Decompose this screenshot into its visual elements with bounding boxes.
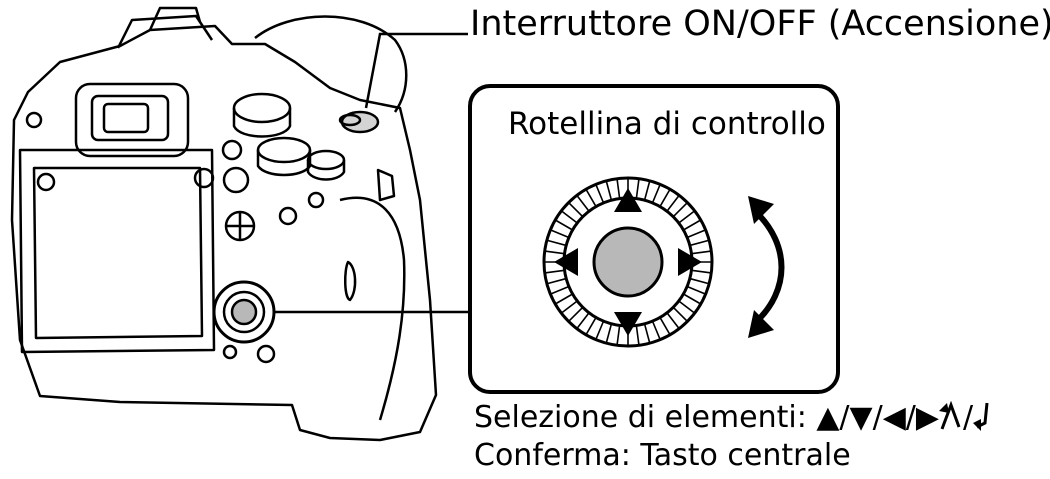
- wheel-tick: [560, 300, 578, 314]
- camera-illustration: [10, 6, 438, 442]
- selection-prefix: Selezione di elementi:: [474, 400, 817, 435]
- wheel-tick: [585, 317, 597, 336]
- wheel-tick: [546, 277, 567, 285]
- wheel-tick: [550, 285, 570, 295]
- wheel-tick: [546, 239, 567, 247]
- wheel-tick: [576, 312, 590, 330]
- wheel-tick: [683, 293, 702, 305]
- direction-symbols: ▲/▼/◀/▶: [816, 400, 939, 435]
- wheel-tick: [651, 320, 661, 340]
- wheel-tick: [595, 320, 605, 340]
- wheel-tick: [659, 188, 671, 207]
- rotate-right-icon: [973, 402, 989, 431]
- wheel-tick: [554, 219, 573, 231]
- wheel-tick: [585, 188, 597, 207]
- wheel-tick: [643, 323, 651, 344]
- up-arrow-icon: [614, 188, 642, 212]
- control-wheel-title: Rotellina di controllo: [508, 106, 826, 142]
- wheel-tick: [576, 194, 590, 212]
- wheel-tick: [659, 317, 671, 336]
- wheel-tick: [616, 325, 621, 346]
- wheel-tick: [560, 210, 578, 224]
- wheel-tick: [691, 250, 712, 255]
- selection-instruction: Selezione di elementi: ▲/▼/◀/▶ /: [474, 400, 993, 435]
- wheel-tick: [595, 184, 605, 204]
- power-switch-label: Interruttore ON/OFF (Accensione): [470, 4, 1050, 44]
- selection-separator: /: [962, 400, 974, 435]
- wheel-tick: [689, 277, 710, 285]
- rotate-left-icon: [938, 400, 961, 430]
- wheel-tick: [550, 229, 570, 239]
- wheel-tick: [666, 312, 680, 330]
- wheel-tick: [672, 306, 688, 322]
- wheel-tick: [678, 210, 696, 224]
- wheel-tick: [635, 325, 640, 346]
- wheel-tick: [689, 239, 710, 247]
- power-switch-leader-line: [364, 32, 468, 109]
- wheel-tick: [666, 194, 680, 212]
- wheel-tick: [554, 293, 573, 305]
- confirm-instruction: Conferma: Tasto centrale: [474, 438, 851, 473]
- down-arrow-icon: [614, 312, 642, 336]
- wheel-tick: [568, 202, 584, 218]
- right-arrow-icon: [678, 248, 702, 276]
- wheel-tick: [605, 180, 613, 201]
- wheel-tick: [651, 184, 661, 204]
- control-wheel-enlarged: [542, 176, 714, 348]
- wheel-tick: [672, 202, 688, 218]
- wheel-tick: [635, 178, 640, 199]
- rotation-double-arrow-icon: [748, 196, 785, 338]
- wheel-tick: [691, 269, 712, 274]
- wheel-tick: [683, 219, 702, 231]
- wheel-tick: [643, 180, 651, 201]
- wheel-tick: [544, 250, 565, 255]
- wheel-tick: [568, 306, 584, 322]
- center-button: [592, 226, 664, 298]
- wheel-tick: [686, 229, 706, 239]
- wheel-tick: [686, 285, 706, 295]
- wheel-tick: [678, 300, 696, 314]
- wheel-tick: [605, 323, 613, 344]
- left-arrow-icon: [554, 248, 578, 276]
- wheel-tick: [616, 178, 621, 199]
- wheel-tick: [544, 269, 565, 274]
